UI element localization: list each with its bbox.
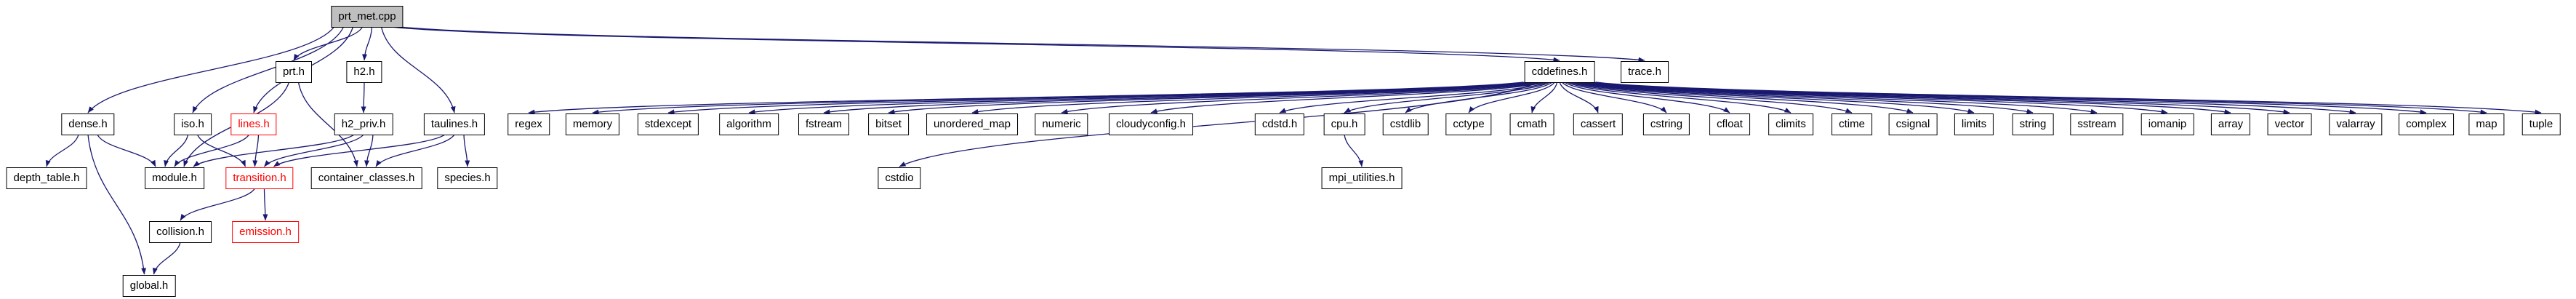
node-algorithm: algorithm (719, 113, 779, 135)
node-mpi_utilities_h[interactable]: mpi_utilities.h (1321, 167, 1403, 189)
edge-prt_met_cpp-to-taulines_h (380, 26, 456, 113)
node-h2_priv_h[interactable]: h2_priv.h (334, 113, 393, 135)
node-array: array (2210, 113, 2251, 135)
edge-cddefines_h-to-cassert (1559, 81, 1599, 113)
node-module_h[interactable]: module.h (145, 167, 204, 189)
edge-cddefines_h-to-algorithm (748, 81, 1531, 115)
node-limits: limits (1954, 113, 1994, 135)
edge-h2_priv_h-to-container_classes_h (364, 134, 374, 167)
edge-prt_met_cpp-to-trace_h (400, 26, 1645, 63)
node-species_h[interactable]: species.h (437, 167, 498, 189)
edge-cddefines_h-to-map (1593, 81, 2487, 115)
edge-cddefines_h-to-iomanip (1581, 81, 2168, 114)
edge-transition_h-to-collision_h (180, 188, 256, 221)
node-climits: climits (1768, 113, 1813, 135)
node-global_h[interactable]: global.h (122, 275, 176, 297)
edge-cddefines_h-to-sstream (1578, 81, 2098, 114)
edge-cddefines_h-to-bitset (888, 81, 1536, 114)
node-bitset: bitset (868, 113, 909, 135)
edge-prt_met_cpp-to-cddefines_h (390, 26, 1560, 63)
edge-iso_h-to-module_h (164, 134, 189, 167)
edge-iso_h-to-transition_h (196, 134, 246, 167)
edge-taulines_h-to-container_classes_h (375, 134, 455, 167)
node-valarray: valarray (2329, 113, 2383, 135)
edge-cddefines_h-to-cmath (1530, 81, 1558, 113)
node-transition_h[interactable]: transition.h (225, 167, 294, 189)
node-cddefines_h[interactable]: cddefines.h (1524, 61, 1595, 83)
edge-cddefines_h-to-ctime (1569, 81, 1853, 113)
edge-cddefines_h-to-regex (528, 81, 1524, 115)
edge-cddefines_h-to-csignal (1571, 81, 1914, 113)
edge-cddefines_h-to-string (1576, 81, 2034, 114)
node-numeric: numeric (1035, 113, 1088, 135)
node-depth_table_h[interactable]: depth_table.h (6, 167, 87, 189)
edge-cddefines_h-to-cloudyconfig_h (1150, 81, 1546, 114)
node-ctime: ctime (1831, 113, 1872, 135)
node-lines_h[interactable]: lines.h (230, 113, 277, 135)
node-csignal: csignal (1888, 113, 1938, 135)
edge-cddefines_h-to-cpu_h (1344, 81, 1550, 113)
node-string: string (2012, 113, 2054, 135)
edge-cddefines_h-to-cstring (1561, 81, 1667, 113)
node-cstdio: cstdio (878, 167, 921, 189)
edge-dense_h-to-module_h (97, 134, 156, 167)
edge-cddefines_h-to-cfloat (1564, 81, 1730, 113)
edge-cpu_h-to-mpi_utilities_h (1344, 134, 1364, 167)
node-memory: memory (565, 113, 620, 135)
node-unordered_map: unordered_map (926, 113, 1018, 135)
node-container_classes_h[interactable]: container_classes.h (310, 167, 422, 189)
node-cctype: cctype (1445, 113, 1492, 135)
node-cdstd_h[interactable]: cdstd.h (1254, 113, 1305, 135)
node-complex: complex (2399, 113, 2454, 135)
edge-taulines_h-to-transition_h (273, 134, 446, 167)
edge-transition_h-to-emission_h (262, 188, 268, 221)
node-sstream: sstream (2070, 113, 2124, 135)
edge-dense_h-to-depth_table_h (45, 134, 79, 167)
edge-h2_priv_h-to-transition_h (264, 134, 364, 167)
node-cfloat: cfloat (1709, 113, 1750, 135)
node-fstream: fstream (798, 113, 850, 135)
node-cpu_h[interactable]: cpu.h (1323, 113, 1365, 135)
edge-cddefines_h-to-cctype (1468, 81, 1555, 113)
edge-dense_h-to-global_h (87, 134, 147, 275)
node-trace_h[interactable]: trace.h (1621, 61, 1669, 83)
edge-taulines_h-to-species_h (463, 134, 470, 167)
node-taulines_h[interactable]: taulines.h (423, 113, 486, 135)
node-cstring: cstring (1642, 113, 1690, 135)
edge-lines_h-to-transition_h (252, 134, 260, 167)
edge-cddefines_h-to-unordered_map (971, 81, 1541, 114)
node-cassert: cassert (1573, 113, 1624, 135)
node-vector: vector (2267, 113, 2312, 135)
edge-prt_met_cpp-to-dense_h (87, 26, 335, 113)
edge-cddefines_h-to-cstdio (899, 81, 1538, 167)
node-map: map (2468, 113, 2505, 135)
node-iomanip: iomanip (2140, 113, 2194, 135)
edge-group (45, 26, 2542, 275)
edge-cddefines_h-to-numeric (1061, 81, 1543, 114)
edge-collision_h-to-global_h (152, 242, 181, 275)
node-cloudyconfig_h[interactable]: cloudyconfig.h (1109, 113, 1193, 135)
edge-h2_priv_h-to-module_h (193, 134, 355, 167)
node-tuple: tuple (2521, 113, 2561, 135)
edge-cddefines_h-to-tuple (1595, 81, 2542, 115)
node-prt_h[interactable]: prt.h (275, 61, 313, 83)
node-collision_h[interactable]: collision.h (149, 221, 212, 243)
node-dense_h[interactable]: dense.h (61, 113, 115, 135)
node-stdexcept: stdexcept (637, 113, 699, 135)
edge-lines_h-to-module_h (174, 134, 250, 167)
node-regex: regex (507, 113, 550, 135)
edge-prt_met_cpp-to-h2_h (362, 26, 373, 61)
node-iso_h[interactable]: iso.h (174, 113, 212, 135)
node-cmath: cmath (1509, 113, 1554, 135)
edge-prt_h-to-container_classes_h (297, 81, 358, 167)
edge-cddefines_h-to-fstream (823, 81, 1533, 115)
node-prt_met_cpp: prt_met.cpp (331, 6, 404, 28)
node-emission_h[interactable]: emission.h (232, 221, 299, 243)
node-h2_h[interactable]: h2.h (346, 61, 382, 83)
edge-cddefines_h-to-limits (1573, 81, 1975, 114)
edge-cddefines_h-to-climits (1566, 81, 1791, 113)
node-cstdlib: cstdlib (1382, 113, 1429, 135)
edge-prt_met_cpp-to-iso_h (192, 26, 345, 113)
